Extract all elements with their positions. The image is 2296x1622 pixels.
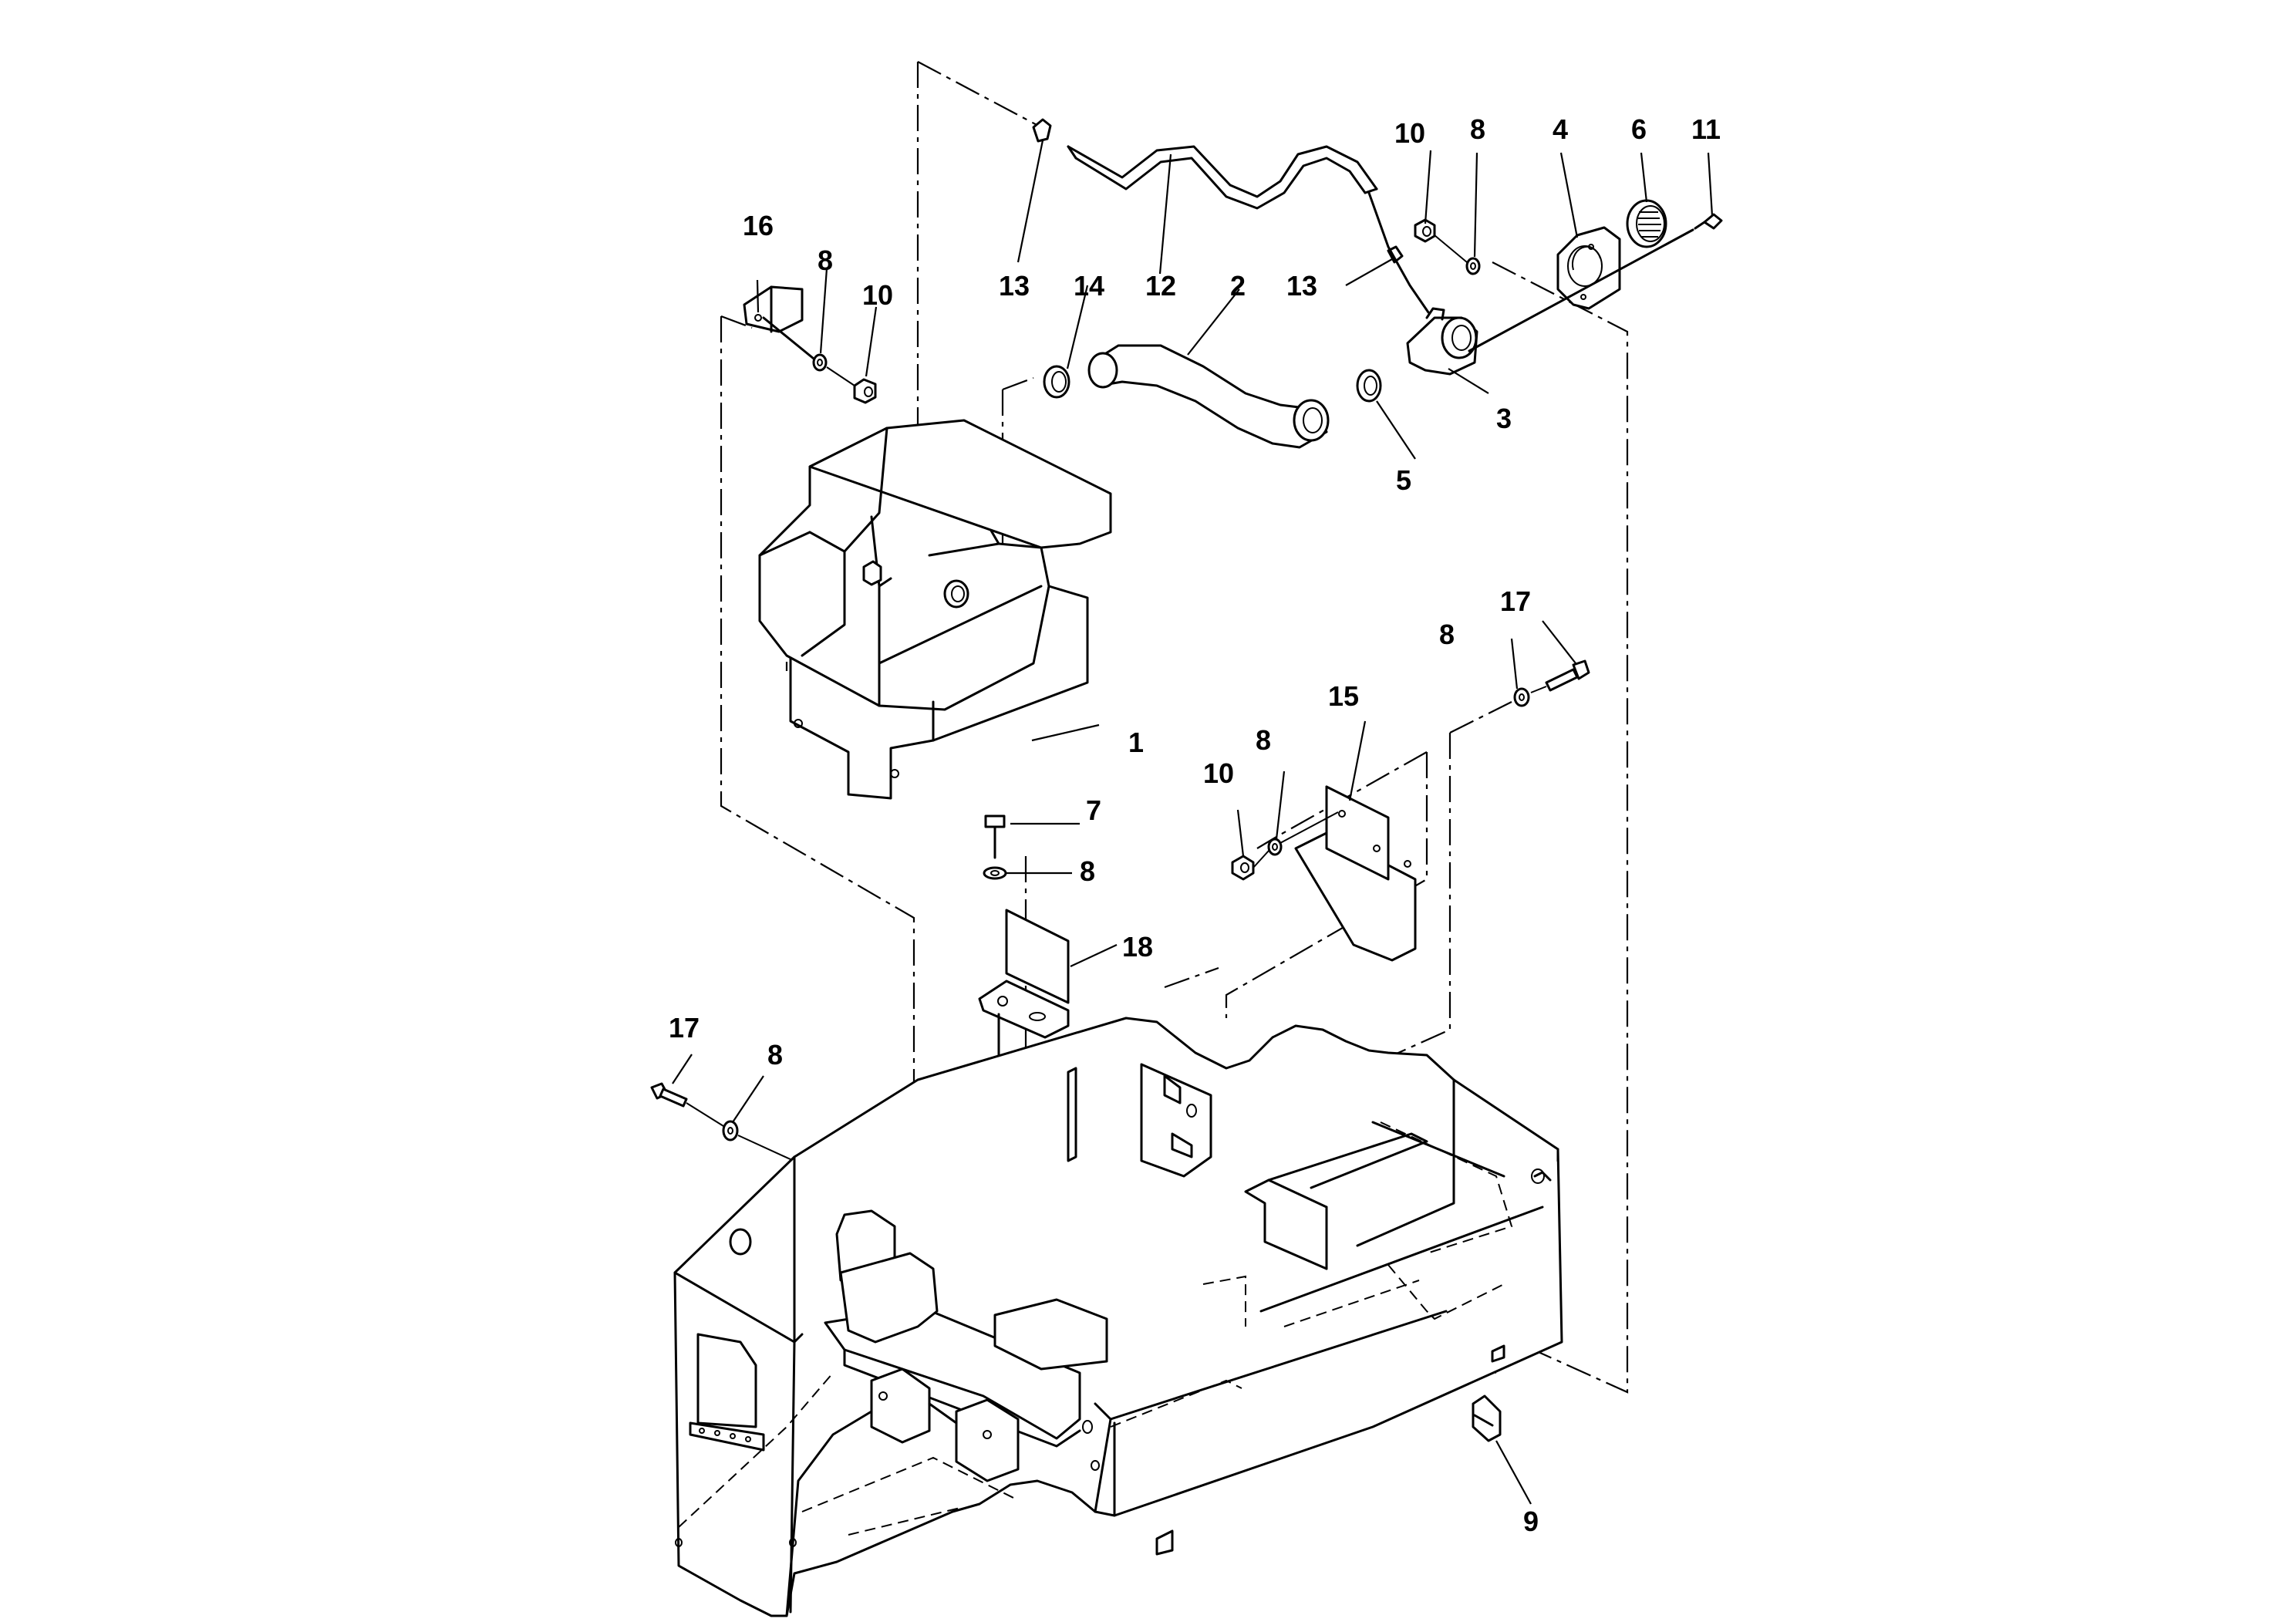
callout-2: 2 xyxy=(1230,270,1246,302)
clip-13-top xyxy=(1032,118,1052,143)
callout-labels: 16 8 10 1 13 14 12 2 13 3 5 10 8 4 6 11 … xyxy=(669,113,1721,1537)
callout-8: 8 xyxy=(818,244,833,276)
axis-line xyxy=(762,316,815,360)
callout-13: 13 xyxy=(999,270,1030,302)
callout-7: 7 xyxy=(1086,794,1101,826)
callout-8: 8 xyxy=(767,1039,783,1071)
washer-8-top xyxy=(1465,257,1481,275)
tank-1 xyxy=(758,419,1112,800)
callout-1: 1 xyxy=(1128,727,1144,758)
washer-8-middle xyxy=(983,866,1007,880)
clip-9 xyxy=(1472,1394,1502,1442)
bolt-17-left xyxy=(650,1082,688,1108)
callout-3: 3 xyxy=(1496,403,1512,434)
hose-connector-line xyxy=(1367,191,1430,314)
screw-11 xyxy=(1694,213,1723,230)
callout-12: 12 xyxy=(1145,270,1176,302)
callout-10: 10 xyxy=(1203,757,1234,789)
bracket-18 xyxy=(978,909,1070,1039)
clamp-14 xyxy=(1043,365,1070,399)
washer-8-bracket15 xyxy=(1267,838,1283,856)
callout-8: 8 xyxy=(1439,619,1455,650)
callout-17: 17 xyxy=(1500,585,1531,617)
filler-hose-2 xyxy=(1087,344,1330,449)
callout-13: 13 xyxy=(1286,270,1317,302)
callout-18: 18 xyxy=(1122,931,1153,963)
callout-16: 16 xyxy=(743,210,774,241)
callout-10: 10 xyxy=(1394,117,1425,149)
callout-14: 14 xyxy=(1074,270,1104,302)
cap-6 xyxy=(1626,199,1667,248)
chassis-frame xyxy=(673,1017,1563,1617)
callout-8: 8 xyxy=(1470,113,1485,145)
callout-8: 8 xyxy=(1080,855,1095,887)
callout-17: 17 xyxy=(669,1012,700,1044)
callout-8: 8 xyxy=(1256,724,1271,756)
callout-5: 5 xyxy=(1396,464,1411,496)
callout-11: 11 xyxy=(1691,113,1721,145)
clamp-5 xyxy=(1356,369,1382,403)
callout-4: 4 xyxy=(1553,113,1568,145)
filler-neck-3 xyxy=(1406,307,1478,376)
leader-lines xyxy=(672,140,1714,1505)
mounting-plate-4 xyxy=(1556,226,1621,310)
washer-8-right xyxy=(1513,687,1530,707)
washer-8 xyxy=(812,353,828,372)
callout-15: 15 xyxy=(1328,680,1359,712)
cap-axis-line xyxy=(1468,228,1694,352)
washer-8-left xyxy=(722,1120,739,1141)
breather-hose-12 xyxy=(1067,145,1378,210)
bolt-17-right xyxy=(1545,659,1590,692)
callout-9: 9 xyxy=(1523,1506,1539,1537)
bracket-15 xyxy=(1294,785,1417,962)
nut-10 xyxy=(853,378,877,404)
nut-10-bracket15 xyxy=(1231,855,1255,881)
callout-10: 10 xyxy=(862,279,893,311)
bolt-7 xyxy=(984,814,1006,859)
callout-6: 6 xyxy=(1631,113,1647,145)
